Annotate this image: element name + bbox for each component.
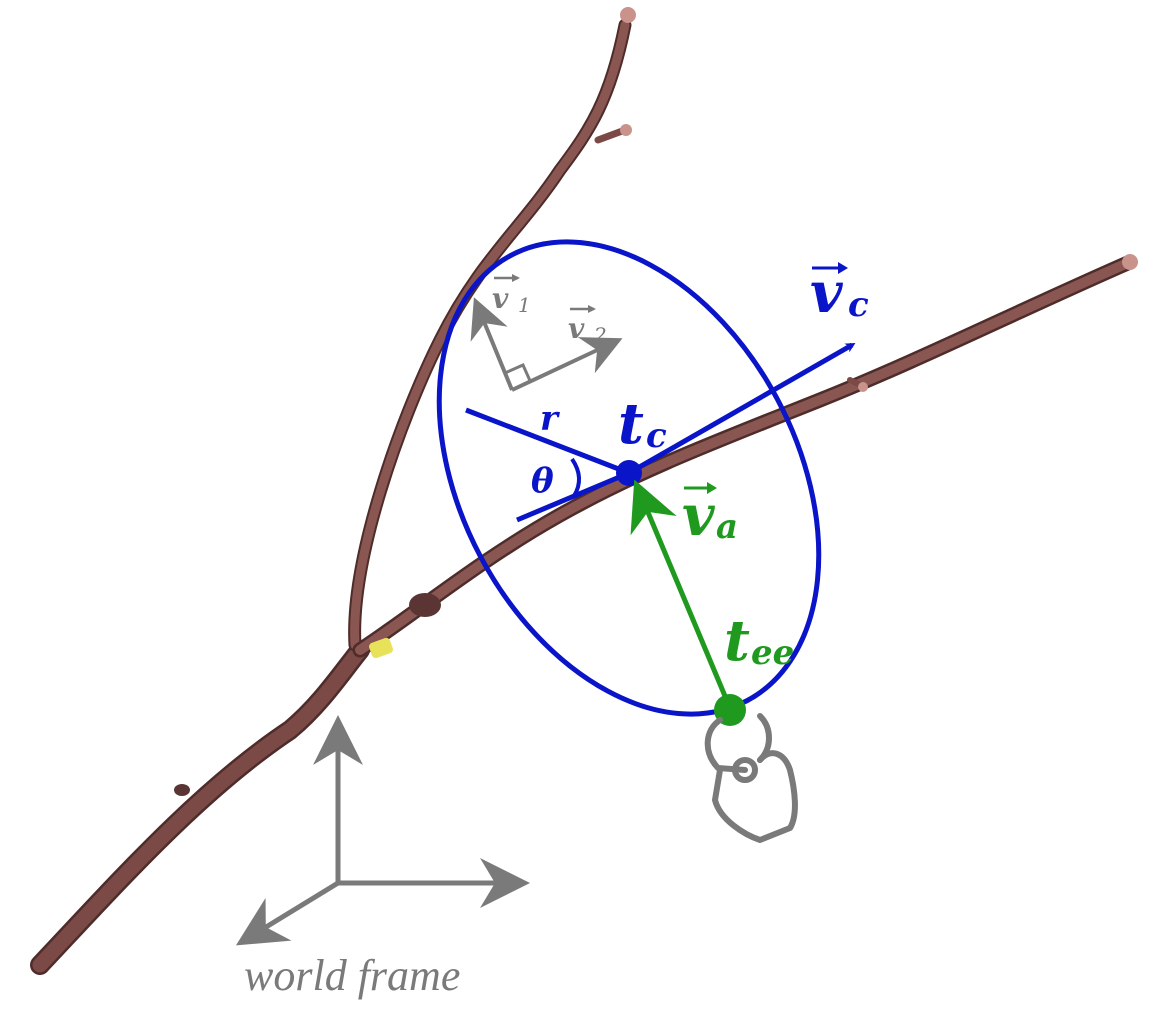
cut-ellipse [436, 239, 822, 717]
tee-sub-text: ee [751, 633, 794, 673]
tc-sub-text: c [646, 416, 667, 456]
local-axes [470, 297, 623, 392]
label-r: r [540, 399, 560, 439]
world-frame-axes-icon [235, 715, 530, 946]
world-frame-label: world frame [244, 951, 460, 1000]
v1-sub-text: 1 [518, 293, 531, 317]
radius-line [465, 407, 630, 476]
angle-ref-line [516, 470, 630, 523]
tc-point [616, 460, 642, 486]
label-va: v a [682, 482, 738, 549]
label-vc: v c [810, 260, 869, 326]
vc-main-text: v [810, 260, 844, 326]
label-tc: t c [618, 391, 667, 457]
va-main-text: v [682, 483, 716, 549]
v1-main-text: v [492, 282, 509, 315]
tee-main-text: t [724, 608, 750, 674]
vc-arrow [627, 342, 856, 476]
label-v2: v 2 [568, 305, 607, 347]
theta-arc [570, 457, 581, 498]
label-tee: t ee [724, 608, 794, 674]
va-arrow [630, 479, 733, 709]
tc-main-text: t [618, 391, 644, 457]
v2-sub-text: 2 [593, 323, 607, 347]
va-sub-text: a [716, 507, 738, 547]
v2-main-text: v [568, 312, 585, 345]
tree-branch [30, 7, 1138, 975]
pruning-shears-icon [704, 713, 798, 843]
label-theta: θ [531, 461, 554, 501]
label-v1: v 1 [492, 274, 531, 317]
vc-sub-text: c [848, 285, 869, 325]
